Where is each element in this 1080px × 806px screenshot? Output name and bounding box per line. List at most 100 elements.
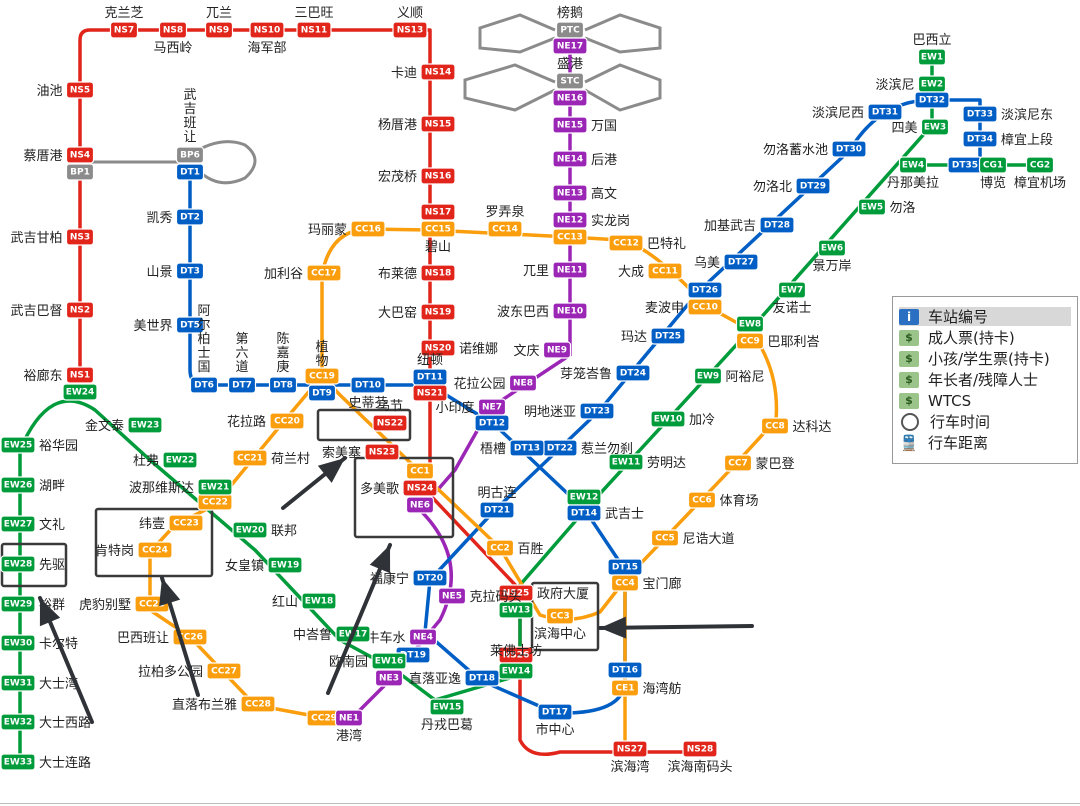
station-ew13[interactable]: EW13 <box>498 601 534 619</box>
station-dt35[interactable]: DT35 <box>947 156 983 174</box>
station-ns21[interactable]: NS21 <box>412 384 448 402</box>
station-dt12[interactable]: DT12 <box>474 414 510 432</box>
station-dt26[interactable]: DT26 <box>687 281 723 299</box>
station-ne17[interactable]: NE17 <box>552 37 588 55</box>
station-ne6[interactable]: NE6 <box>405 496 435 514</box>
station-ew12[interactable]: EW12 <box>566 488 602 506</box>
station-cc19[interactable]: CC19 <box>304 367 340 385</box>
station-dt32[interactable]: DT32 <box>914 91 950 109</box>
station-ew24[interactable]: EW24 <box>62 383 98 401</box>
station-bp1[interactable]: BP1 <box>65 163 95 181</box>
station-cc13[interactable]: CC13 <box>552 228 588 246</box>
station-ew14[interactable]: EW14 <box>498 662 534 680</box>
station-ns17[interactable]: NS17 <box>420 203 456 221</box>
station-ne16[interactable]: NE16 <box>552 89 588 107</box>
station-dt16[interactable]: DT16 <box>607 661 643 679</box>
station-cc22[interactable]: CC22 <box>197 493 233 511</box>
station-ne3[interactable]: NE3 <box>374 669 404 687</box>
